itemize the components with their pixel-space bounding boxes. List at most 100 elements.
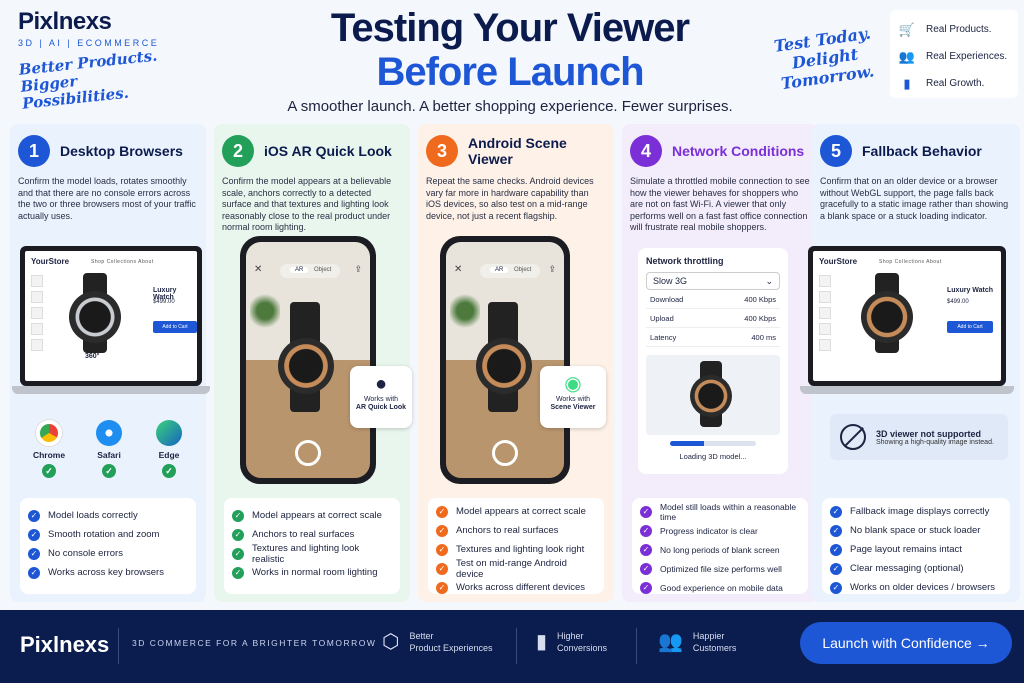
tab-object[interactable]: Object <box>514 267 532 273</box>
laptop-mockup: YourStore Shop Collections About 360° Lu… <box>12 246 210 394</box>
add-to-cart-button[interactable]: Add to Cart <box>153 321 197 333</box>
footer-item-line1: Happier <box>692 631 725 641</box>
column-description: Repeat the same checks. Android devices … <box>426 176 594 221</box>
shutter-button[interactable] <box>295 440 321 466</box>
row-value: 400 Kbps <box>744 295 776 304</box>
android-icon: ◉ <box>564 373 582 395</box>
throttling-value: Slow 3G <box>653 276 688 286</box>
column-description: Confirm the model appears at a believabl… <box>222 176 392 232</box>
product-name: Luxury Watch <box>947 287 994 294</box>
close-icon[interactable]: ✕ <box>454 264 463 275</box>
column-description: Simulate a throttled mobile connection t… <box>630 176 810 232</box>
android-mockup: ✕ AR Object ⇪ <box>440 236 570 484</box>
chevron-down-icon: ⌄ <box>765 276 773 286</box>
tab-object[interactable]: Object <box>314 267 332 273</box>
product-name: Luxury Watch <box>153 287 177 301</box>
list-item: No blank space or stuck loader <box>850 525 981 536</box>
mode-toggle[interactable]: AR Object <box>280 264 340 278</box>
row-label: Download <box>650 295 684 304</box>
product-price: $499.00 <box>153 299 175 305</box>
not-supported-icon <box>840 424 866 450</box>
column-title: Android Scene Viewer <box>468 135 567 167</box>
static-watch-image <box>861 291 913 343</box>
check-icon: ✓ <box>232 547 244 560</box>
check-icon: ✓ <box>42 464 56 478</box>
brand-slogan: Better Products. Bigger Possibilities. <box>17 46 159 113</box>
list-item: Works across different devices <box>456 582 586 593</box>
bar-chart-icon: ▮ <box>903 75 911 91</box>
column-title: Desktop Browsers <box>60 143 183 159</box>
watch-image[interactable] <box>69 291 121 343</box>
footer-item-line1: Better <box>409 631 434 641</box>
footer-item-line1: Higher <box>557 631 584 641</box>
column-title: Network Conditions <box>672 143 805 159</box>
list-item: Page layout remains intact <box>850 544 962 555</box>
column-description: Confirm the model loads, rotates smoothl… <box>18 176 196 221</box>
step-number: 4 <box>630 135 662 167</box>
check-icon: ✓ <box>640 562 652 575</box>
step-number: 3 <box>426 135 458 167</box>
list-item: Test on mid-range Android device <box>456 557 567 580</box>
people-icon: 👥 <box>898 48 916 64</box>
list-item: Clear messaging (optional) <box>850 563 964 574</box>
throttling-select[interactable]: Slow 3G ⌄ <box>646 272 780 290</box>
chrome-icon <box>36 420 62 446</box>
share-icon[interactable]: ⇪ <box>354 264 362 274</box>
footer-tagline: 3D COMMERCE FOR A BRIGHTER TOMORROW <box>132 638 377 648</box>
list-item: Good experience on mobile data <box>660 582 783 593</box>
badge-line1: Works with <box>555 396 591 403</box>
list-item: Textures and lighting look right <box>456 544 585 555</box>
bar-chart-icon: ▮ <box>536 631 548 653</box>
check-icon: ✓ <box>28 547 40 560</box>
check-icon: ✓ <box>102 464 116 478</box>
step-number: 5 <box>820 135 852 167</box>
check-icon: ✓ <box>830 581 842 594</box>
checklist: ✓Model still loads within a reasonable t… <box>632 498 808 594</box>
list-item: Smooth rotation and zoom <box>48 529 160 540</box>
column-title: iOS AR Quick Look <box>264 143 392 159</box>
footer-item-line2: Product Experiences <box>409 643 493 653</box>
cart-icon: 🛒 <box>898 21 916 37</box>
reals-card: 🛒Real Products. 👥Real Experiences. ▮Real… <box>890 10 1018 98</box>
real-growth: Real Growth. <box>926 78 985 89</box>
list-item: Fallback image displays correctly <box>850 506 990 517</box>
footer-logo: Pixlnexs <box>20 632 110 657</box>
ar-quicklook-badge: ● Works with AR Quick Look <box>350 366 412 428</box>
rotate-360-icon[interactable]: 360° <box>85 353 100 360</box>
check-icon: ✓ <box>436 505 448 518</box>
launch-button[interactable]: Launch with Confidence → <box>800 622 1012 664</box>
title-subtitle: A smoother launch. A better shopping exp… <box>287 98 733 115</box>
thumbnails <box>819 275 831 355</box>
share-icon[interactable]: ⇪ <box>548 264 556 274</box>
check-icon: ✓ <box>28 509 40 522</box>
people-icon: 👥 <box>658 631 683 653</box>
check-icon: ✓ <box>232 528 244 541</box>
safari-icon <box>96 420 122 446</box>
checklist: ✓Model loads correctly ✓Smooth rotation … <box>20 498 196 594</box>
list-item: Anchors to real surfaces <box>456 525 559 536</box>
iphone-mockup: ✕ AR Object ⇪ <box>240 236 376 484</box>
watch-ar-model[interactable] <box>476 338 532 394</box>
plant-image <box>450 288 480 334</box>
list-item: No long periods of blank screen <box>660 544 780 555</box>
list-item: Works on older devices / browsers <box>850 582 996 593</box>
tab-ar[interactable]: AR <box>490 267 509 273</box>
list-item: Anchors to real surfaces <box>252 529 355 540</box>
checklist: ✓Fallback image displays correctly ✓No b… <box>822 498 1010 594</box>
badge-line1: Works with <box>363 396 399 403</box>
real-products: Real Products. <box>926 24 992 35</box>
list-item: Works in normal room lighting <box>252 567 378 578</box>
shutter-button[interactable] <box>492 440 518 466</box>
check-icon: ✓ <box>640 543 652 556</box>
watch-ar-model[interactable] <box>278 338 334 394</box>
footer: Pixlnexs 3D COMMERCE FOR A BRIGHTER TOMO… <box>0 610 1024 683</box>
add-to-cart-button[interactable]: Add to Cart <box>947 321 993 333</box>
check-icon: ✓ <box>640 581 652 594</box>
column-android-scene-viewer: 3 Android Scene Viewer Repeat the same ch… <box>418 124 614 602</box>
plant-image <box>250 288 280 334</box>
tab-ar[interactable]: AR <box>290 267 309 273</box>
close-icon[interactable]: ✕ <box>254 264 263 275</box>
browser-safari: Safari <box>97 450 121 460</box>
mode-toggle[interactable]: AR Object <box>480 264 540 278</box>
